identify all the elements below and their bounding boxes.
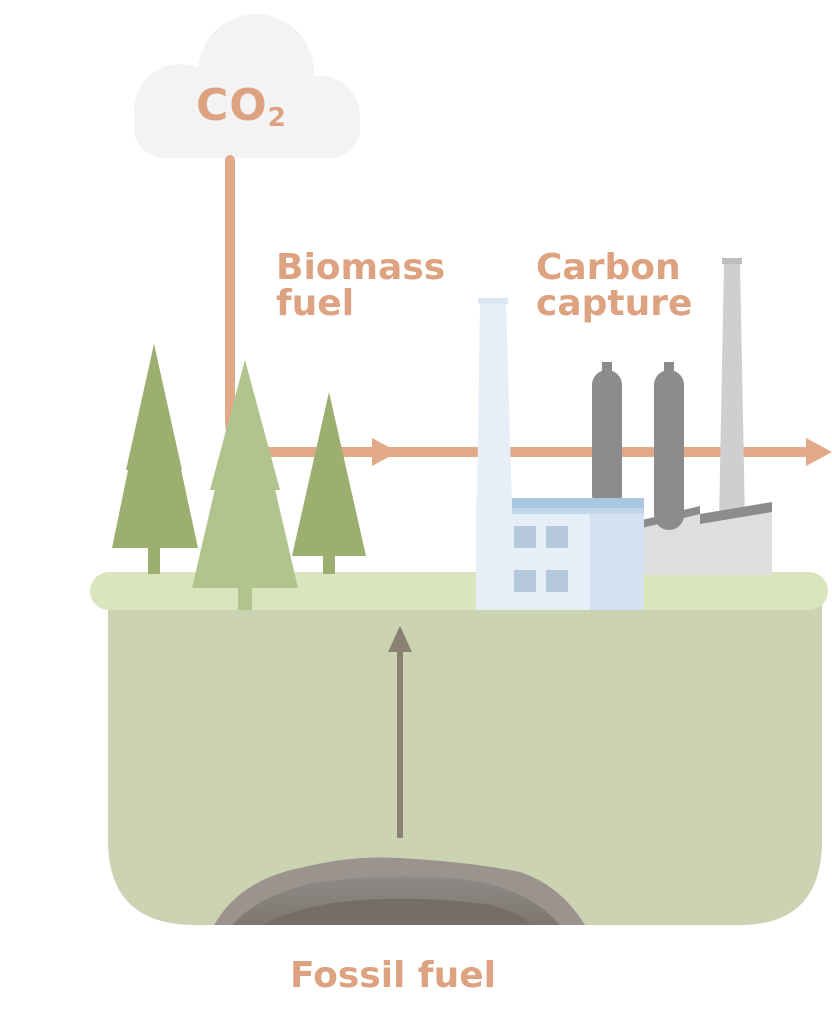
tree-left <box>112 344 198 574</box>
fossil-fuel-label: Fossil fuel <box>290 955 496 996</box>
fossil-deposit <box>214 857 585 925</box>
capture-tank-right <box>654 362 684 530</box>
biomass-plant-building <box>476 498 644 610</box>
capture-tank-left <box>592 362 622 510</box>
flow-arrow-right <box>806 438 832 466</box>
grey-smokestack <box>718 258 746 575</box>
carbon-capture-label: Carbon capture <box>536 250 692 322</box>
fossil-arrow <box>388 626 412 838</box>
co2-label-main: CO <box>196 80 268 131</box>
co2-label-subscript: 2 <box>267 103 287 133</box>
flow-arrow-mid <box>372 438 398 466</box>
co2-label: CO2 <box>196 84 287 132</box>
tree-center <box>192 360 298 610</box>
co2-cloud <box>134 14 360 158</box>
carbon-capture-label-line2: capture <box>536 283 693 324</box>
soil-region <box>108 592 822 925</box>
biomass-fuel-label: Biomass fuel <box>276 250 445 322</box>
tree-right <box>292 392 366 574</box>
carbon-capture-label-line1: Carbon <box>536 247 681 288</box>
biomass-fuel-label-line2: fuel <box>276 283 355 324</box>
biomass-fuel-label-line1: Biomass <box>276 247 446 288</box>
